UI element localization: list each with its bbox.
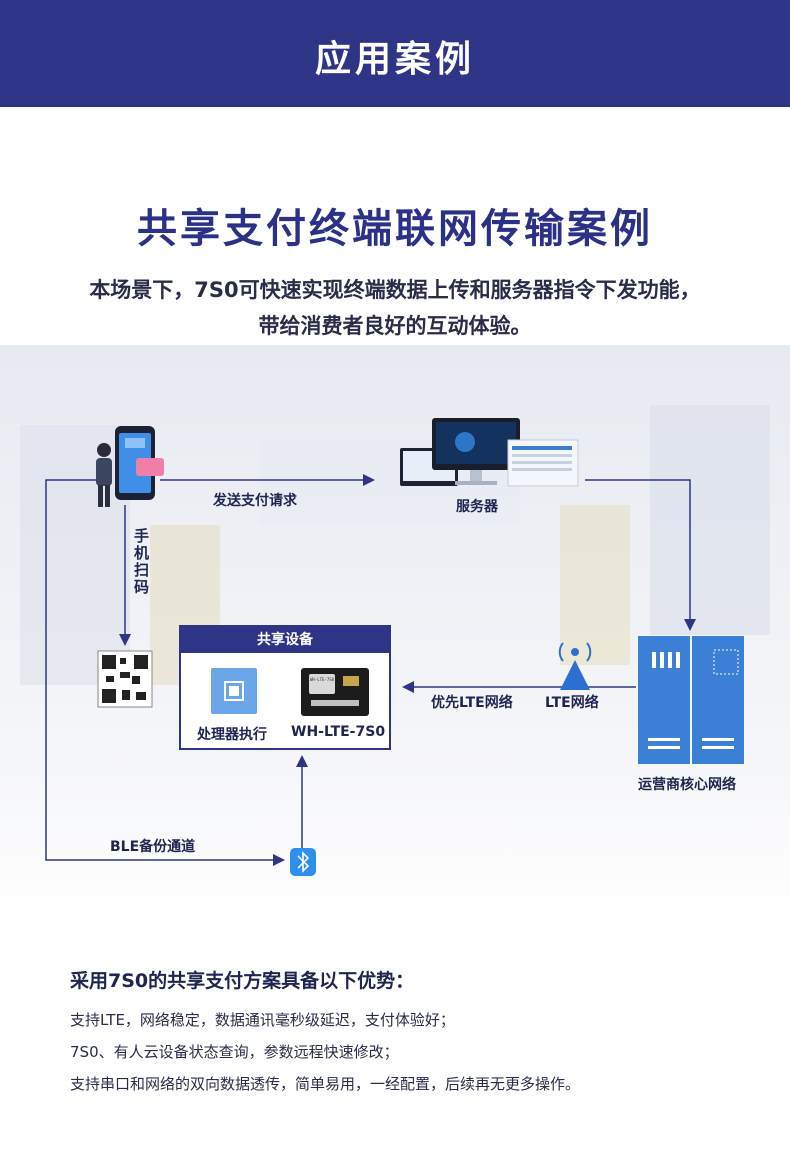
arrow-ble-backup [45, 479, 285, 866]
smartphone-icon [115, 426, 155, 500]
bluetooth-icon [290, 848, 316, 876]
banner-title: 应用案例 [314, 39, 475, 80]
label-module: WH-LTE-7S0 [291, 724, 386, 740]
case-title: 共享支付终端联网传输案例 [137, 206, 653, 252]
label-preferred-lte: 优先LTE网络 [431, 695, 513, 711]
label-phone-scan: 手机扫码 [132, 528, 150, 596]
case-desc-line2: 带给消费者良好的互动体验。 [258, 314, 532, 338]
server-monitor-icon [400, 418, 579, 487]
payment-card-icon [136, 458, 164, 476]
case-description: 本场景下，7S0可快速实现终端数据上传和服务器指令下发功能， 带给消费者良好的互… [40, 272, 750, 344]
lte-module-icon: WH-LTE-7S0 [301, 668, 369, 716]
label-core-network: 运营商核心网络 [638, 777, 736, 793]
label-processor: 处理器执行 [197, 727, 267, 743]
case-desc-line1: 本场景下，7S0可快速实现终端数据上传和服务器指令下发功能， [89, 278, 701, 302]
person-icon [96, 443, 112, 507]
label-ble-backup: BLE备份通道 [110, 839, 196, 855]
header-banner: 应用案例 [0, 0, 790, 107]
processor-chip-icon [211, 668, 257, 714]
advantage-item-2: 7S0、有人云设备状态查询，参数远程快速修改； [70, 1043, 399, 1061]
advantage-item-1: 支持LTE，网络稳定，数据通讯毫秒级延迟，支付体验好； [70, 1011, 455, 1029]
label-server: 服务器 [456, 499, 498, 515]
advantages-title: 采用7S0的共享支付方案具备以下优势： [70, 970, 415, 992]
qr-code-icon [97, 650, 153, 708]
core-network-server-icon [638, 636, 744, 764]
arrow-server-to-core [585, 479, 696, 631]
advantage-item-3: 支持串口和网络的双向数据透传，简单易用，一经配置，后续再无更多操作。 [70, 1075, 581, 1093]
label-send-request: 发送支付请求 [213, 493, 297, 509]
shared-device-title: 共享设备 [181, 627, 389, 653]
module-chip-text: WH-LTE-7S0 [310, 677, 334, 682]
lte-tower-icon [558, 642, 592, 690]
label-lte-network: LTE网络 [545, 695, 599, 711]
shared-device-box: 共享设备 处理器执行 WH-LTE-7S0 WH-LTE-7S0 [179, 625, 391, 750]
